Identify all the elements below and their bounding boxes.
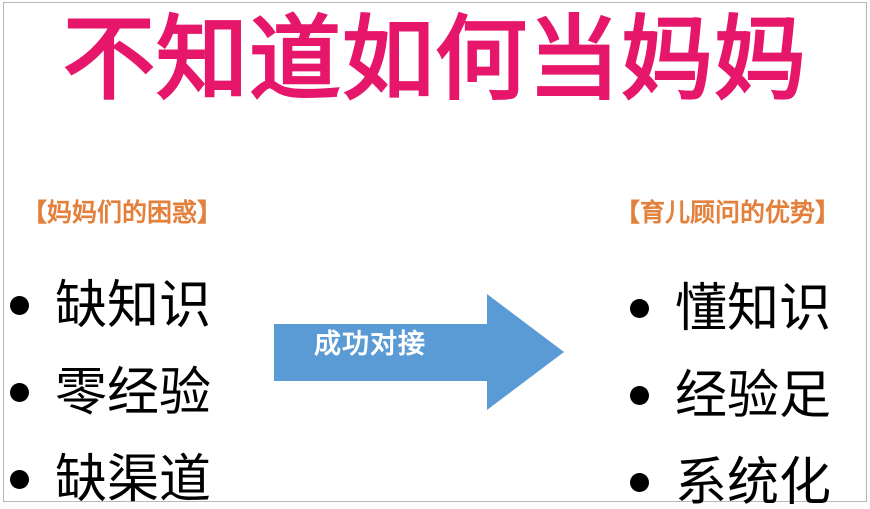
list-item-label: 经验足 bbox=[675, 366, 832, 425]
list-item: 懂知识 bbox=[630, 265, 870, 352]
list-item: 缺渠道 bbox=[10, 436, 290, 509]
arrow-label: 成功对接 bbox=[314, 329, 426, 359]
list-item-label: 缺知识 bbox=[55, 276, 212, 335]
list-item: 零经验 bbox=[10, 349, 290, 436]
left-column-header: 【妈妈们的困惑】 bbox=[22, 199, 223, 227]
left-bullet-list: 缺知识 零经验 缺渠道 bbox=[10, 262, 290, 509]
list-item-label: 系统化 bbox=[675, 453, 832, 509]
bullet-dot-icon bbox=[10, 296, 29, 315]
bullet-dot-icon bbox=[630, 473, 649, 492]
page-title: 不知道如何当妈妈 bbox=[62, 9, 807, 111]
list-item: 经验足 bbox=[630, 352, 870, 439]
list-item: 系统化 bbox=[630, 439, 870, 509]
transition-arrow: 成功对接 bbox=[274, 292, 564, 412]
right-bullet-list: 懂知识 经验足 系统化 bbox=[630, 265, 870, 509]
right-arrow-icon bbox=[274, 294, 564, 410]
list-item: 缺知识 bbox=[10, 262, 290, 349]
list-item-label: 零经验 bbox=[55, 363, 212, 422]
bullet-dot-icon bbox=[630, 299, 649, 318]
bullet-dot-icon bbox=[10, 470, 29, 489]
list-item-label: 缺渠道 bbox=[55, 450, 212, 509]
right-column-header: 【育儿顾问的优势】 bbox=[615, 199, 841, 227]
bullet-dot-icon bbox=[10, 383, 29, 402]
list-item-label: 懂知识 bbox=[675, 279, 832, 338]
bullet-dot-icon bbox=[630, 386, 649, 405]
